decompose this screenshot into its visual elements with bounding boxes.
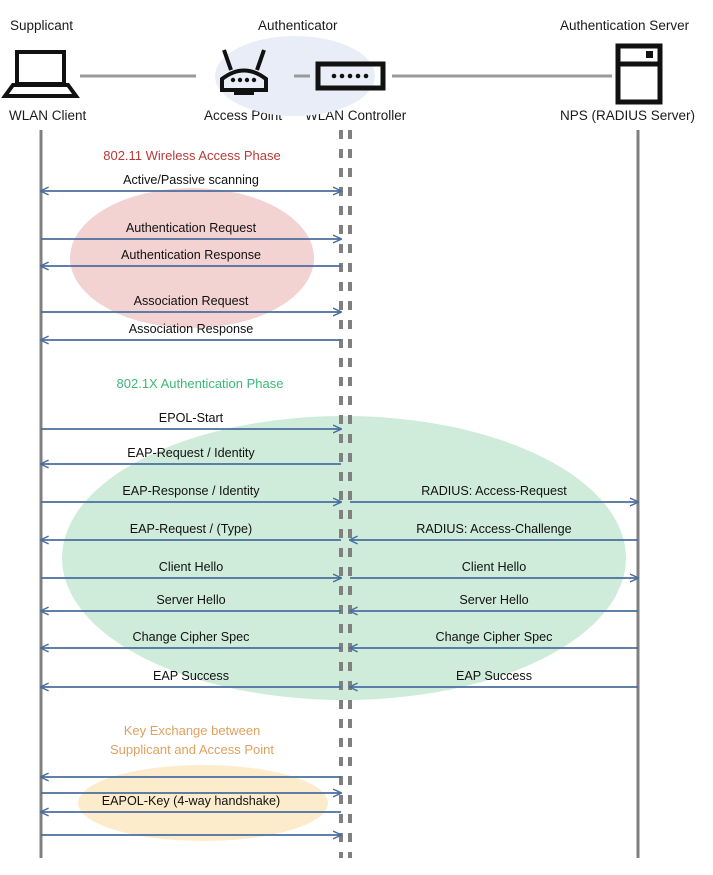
- message-label-left-1: Authentication Request: [125, 221, 257, 235]
- server-icon: [615, 43, 663, 105]
- phase-ellipse-wireless-access-phase: [70, 188, 314, 328]
- phase-ellipse-key-exchange-phase: [78, 765, 328, 841]
- message-label-left-5: EPOL-Start: [158, 411, 224, 425]
- phase-title-key-exchange-line1: Key Exchange between: [123, 723, 261, 738]
- laptop-icon: [1, 50, 80, 98]
- message-label-left-8: EAP-Request / (Type): [129, 522, 253, 536]
- message-label-left-11: Change Cipher Spec: [132, 630, 250, 644]
- device-label-wlan-client: WLAN Client: [9, 108, 87, 123]
- actor-role-supplicant: Supplicant: [10, 18, 74, 33]
- message-label-left-7: EAP-Response / Identity: [122, 484, 260, 498]
- device-label-nps-radius-server: NPS (RADIUS Server): [560, 108, 696, 123]
- phase-ellipse-dot1x-authentication-phase: [62, 416, 626, 700]
- message-label-right-3: Server Hello: [459, 593, 529, 607]
- message-label-left-12: EAP Success: [152, 669, 230, 683]
- message-label-left-6: EAP-Request / Identity: [127, 446, 255, 460]
- message-label-left-15: EAPOL-Key (4-way handshake): [101, 794, 281, 808]
- message-label-left-0: Active/Passive scanning: [123, 173, 259, 187]
- phase-title-key-exchange-line2: Supplicant and Access Point: [109, 742, 275, 757]
- message-label-right-1: RADIUS: Access-Challenge: [416, 522, 572, 536]
- phase-title-dot1x-authentication: 802.1X Authentication Phase: [116, 376, 284, 391]
- wlan-controller-icon: [315, 61, 386, 91]
- message-label-right-2: Client Hello: [461, 560, 527, 574]
- message-label-right-4: Change Cipher Spec: [435, 630, 553, 644]
- message-label-left-10: Server Hello: [156, 593, 226, 607]
- access-point-icon: [220, 49, 268, 95]
- phase-title-wireless-access: 802.11 Wireless Access Phase: [103, 148, 281, 163]
- message-label-left-2: Authentication Response: [120, 248, 262, 262]
- actor-role-auth-server: Authentication Server: [560, 18, 690, 33]
- message-label-right-5: EAP Success: [455, 669, 533, 683]
- message-label-left-4: Association Response: [128, 322, 254, 336]
- actor-role-authenticator: Authenticator: [258, 18, 338, 33]
- message-label-right-0: RADIUS: Access-Request: [421, 484, 567, 498]
- message-label-left-3: Association Request: [133, 294, 249, 308]
- phase-title-key-exchange: Key Exchange between Supplicant and Acce…: [92, 721, 292, 759]
- message-label-left-9: Client Hello: [158, 560, 224, 574]
